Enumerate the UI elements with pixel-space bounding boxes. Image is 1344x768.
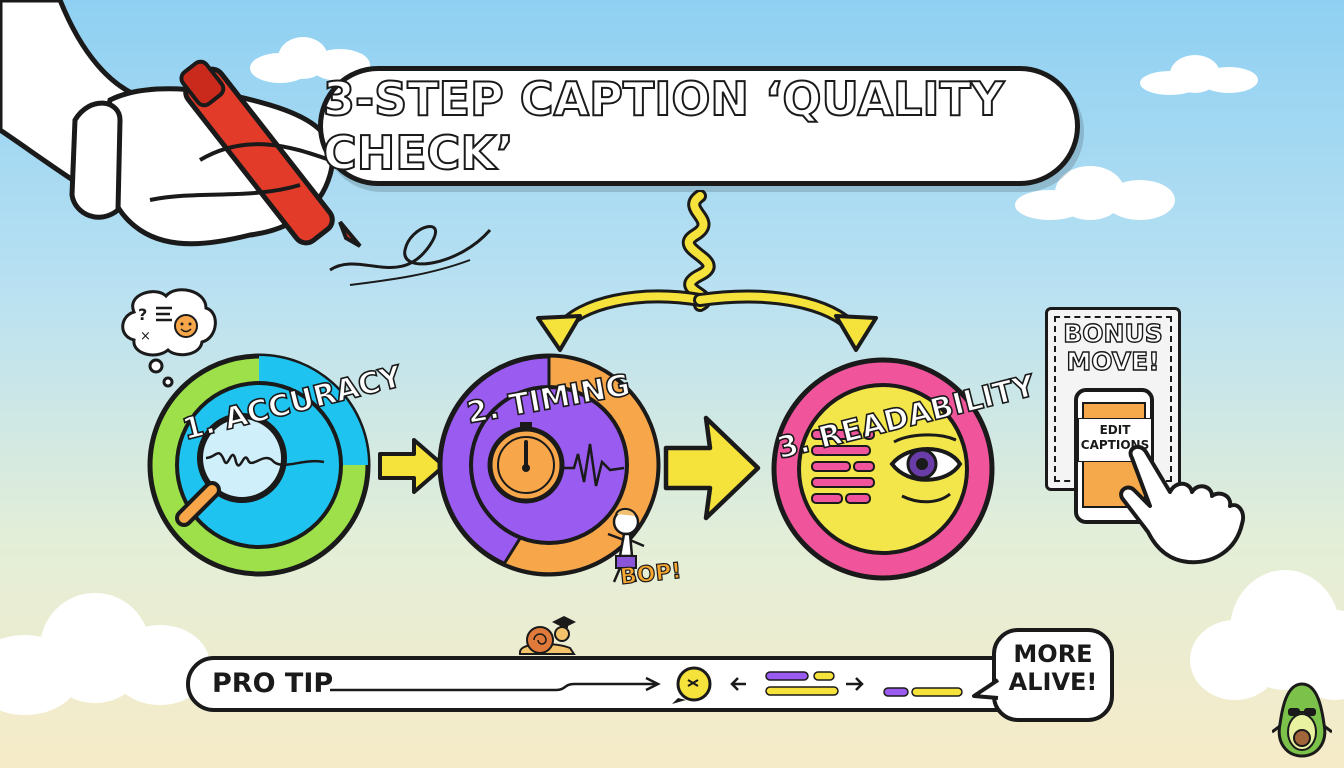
speech-bubble-tail — [972, 678, 1000, 700]
cloud — [1140, 55, 1260, 95]
arrow-step-1-to-2 — [378, 438, 446, 494]
cloud — [250, 35, 370, 85]
arrow-step-2-to-3 — [663, 415, 761, 521]
speech-bubble-text: MORE ALIVE! — [1008, 640, 1098, 696]
step-1-accuracy-circle — [147, 353, 371, 577]
svg-text:?: ? — [138, 305, 147, 324]
cloud — [0, 585, 210, 715]
squiggle-arrow-connector — [536, 190, 878, 352]
title-banner: 3-STEP CAPTION ‘QUALITY CHECK’ — [318, 66, 1080, 186]
snail-graduate-icon — [519, 616, 576, 655]
thought-bubble-icon: ? × — [121, 288, 217, 388]
dancing-character-illustration — [607, 508, 645, 583]
pro-tip-flow-graphic — [330, 666, 963, 704]
hand-with-marker-illustration — [0, 0, 492, 286]
svg-text:×: × — [140, 329, 151, 344]
cloud — [1015, 160, 1175, 220]
step-3-readability-circle — [771, 357, 995, 581]
avocado-mascot-icon — [1272, 682, 1332, 758]
bonus-move-title: BONUS MOVE! — [1063, 319, 1164, 376]
bop-sound-label: BOP! — [618, 558, 683, 591]
cloud — [1190, 570, 1344, 710]
page-title: 3-STEP CAPTION ‘QUALITY CHECK’ — [322, 71, 1005, 181]
pro-tip-label: PRO TIP — [212, 668, 334, 699]
tapping-hand-icon — [1119, 444, 1245, 565]
speech-bubble — [992, 628, 1114, 722]
